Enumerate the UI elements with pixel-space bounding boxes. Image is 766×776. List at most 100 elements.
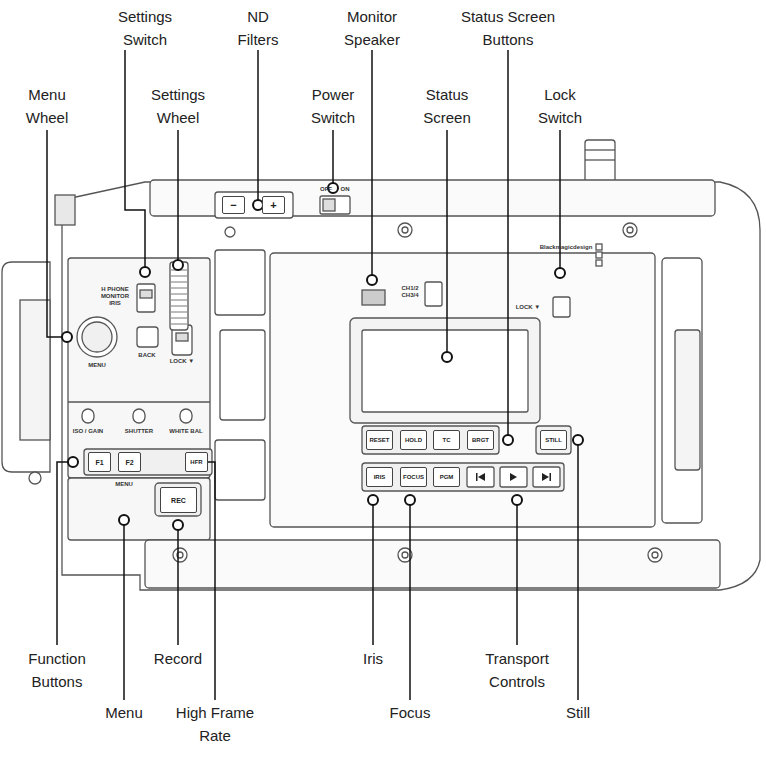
button-text: F2 xyxy=(125,459,133,466)
camera-path xyxy=(577,445,579,700)
camera-circle xyxy=(119,515,129,525)
camera-path xyxy=(507,50,509,435)
camera-rect xyxy=(350,318,540,423)
callout-label: Status Screen Buttons xyxy=(451,5,566,51)
camera-line xyxy=(68,401,210,402)
camera-rect xyxy=(55,195,75,225)
camera-button: BRGT xyxy=(467,430,494,450)
callout-label: High Frame Rate xyxy=(175,701,255,747)
camera-line xyxy=(171,312,187,313)
camera-path xyxy=(516,505,518,645)
camera-rect xyxy=(596,252,602,258)
callout-label: Lock Switch xyxy=(530,83,590,129)
panel-marking: Blackmagicdesign xyxy=(538,244,594,251)
camera-rect xyxy=(596,244,602,250)
panel-marking: OFF xyxy=(319,186,333,193)
button-text: REC xyxy=(171,497,186,504)
callout-label: Menu Wheel xyxy=(17,83,77,129)
button-text: IRIS xyxy=(374,474,386,480)
callout-label: Focus xyxy=(380,701,440,724)
panel-marking: H PHONE MONITOR IRIS xyxy=(100,286,130,307)
camera-path xyxy=(47,130,62,337)
button-text: + xyxy=(270,199,276,211)
camera-circle xyxy=(623,223,637,237)
camera-path xyxy=(542,473,549,481)
camera-button: TC xyxy=(433,430,460,450)
camera-rect xyxy=(536,426,571,454)
camera-button: RESET xyxy=(366,430,393,450)
camera-circle xyxy=(173,260,183,270)
camera-path xyxy=(177,130,179,260)
camera-rect xyxy=(675,330,700,470)
camera-rect xyxy=(215,440,265,500)
camera-circle xyxy=(82,322,112,352)
camera-rect xyxy=(425,282,442,306)
camera-path xyxy=(125,50,145,267)
camera-circle xyxy=(62,332,72,342)
camera-circle xyxy=(68,457,78,467)
camera-rect xyxy=(270,253,655,527)
callout-label: Status Screen xyxy=(417,83,477,129)
camera-button: F2 xyxy=(118,452,141,472)
camera-path xyxy=(62,182,760,590)
camera-rect xyxy=(155,483,201,516)
camera-circle xyxy=(652,552,658,558)
camera-button: FOCUS xyxy=(400,467,427,487)
camera-g xyxy=(62,183,583,530)
camera-path xyxy=(478,473,485,481)
camera-circle xyxy=(140,267,150,277)
button-text: F1 xyxy=(95,459,103,466)
camera-rect xyxy=(596,260,602,266)
callout-label: Function Buttons xyxy=(12,647,102,693)
camera-line xyxy=(171,288,187,289)
callout-label: Monitor Speaker xyxy=(337,5,407,51)
panel-marking: LOCK ▼ xyxy=(167,358,197,365)
camera-button: HFR xyxy=(185,452,208,472)
camera-rect xyxy=(533,467,560,487)
camera-rect xyxy=(550,473,552,481)
camera-g xyxy=(476,473,551,481)
camera-path xyxy=(409,505,411,700)
camera-button: HOLD xyxy=(400,430,427,450)
camera-rect xyxy=(137,284,155,312)
camera-g xyxy=(171,270,187,324)
camera-line xyxy=(585,149,615,150)
camera-path xyxy=(2,262,50,472)
camera-rect xyxy=(180,409,192,423)
camera-circle xyxy=(77,317,117,357)
panel-marking: SHUTTER xyxy=(119,428,159,435)
panel-marking: ON xyxy=(339,186,351,193)
camera-path xyxy=(446,130,448,352)
camera-circle xyxy=(648,548,662,562)
camera-rect xyxy=(68,258,210,478)
camera-circle xyxy=(225,227,235,237)
camera-rect xyxy=(220,330,265,420)
camera-circle xyxy=(368,495,378,505)
camera-path xyxy=(372,505,374,645)
camera-rect xyxy=(140,290,152,298)
panel-marking: WHITE BAL xyxy=(166,428,206,435)
camera-circle xyxy=(512,495,522,505)
camera-rect xyxy=(68,478,210,540)
camera-line xyxy=(171,318,187,319)
camera-circle xyxy=(402,552,408,558)
camera-button: IRIS xyxy=(366,467,393,487)
camera-circle xyxy=(173,548,187,562)
camera-circle xyxy=(442,352,452,362)
camera-button: STILL xyxy=(540,430,567,450)
camera-rect xyxy=(467,467,494,487)
panel-marking: BACK xyxy=(132,352,162,359)
camera-line xyxy=(171,294,187,295)
camera-rect xyxy=(84,449,212,475)
camera-rect xyxy=(362,463,564,491)
camera-path xyxy=(201,462,215,700)
button-text: HFR xyxy=(190,459,202,465)
panel-marking: ISO / GAIN xyxy=(68,428,108,435)
camera-g xyxy=(2,140,760,590)
camera-circle xyxy=(398,223,412,237)
camera-line xyxy=(585,159,615,160)
camera-rect xyxy=(362,426,499,454)
panel-marking: LOCK ▼ xyxy=(513,304,543,311)
camera-rect xyxy=(320,196,350,214)
camera-rect xyxy=(215,250,265,315)
